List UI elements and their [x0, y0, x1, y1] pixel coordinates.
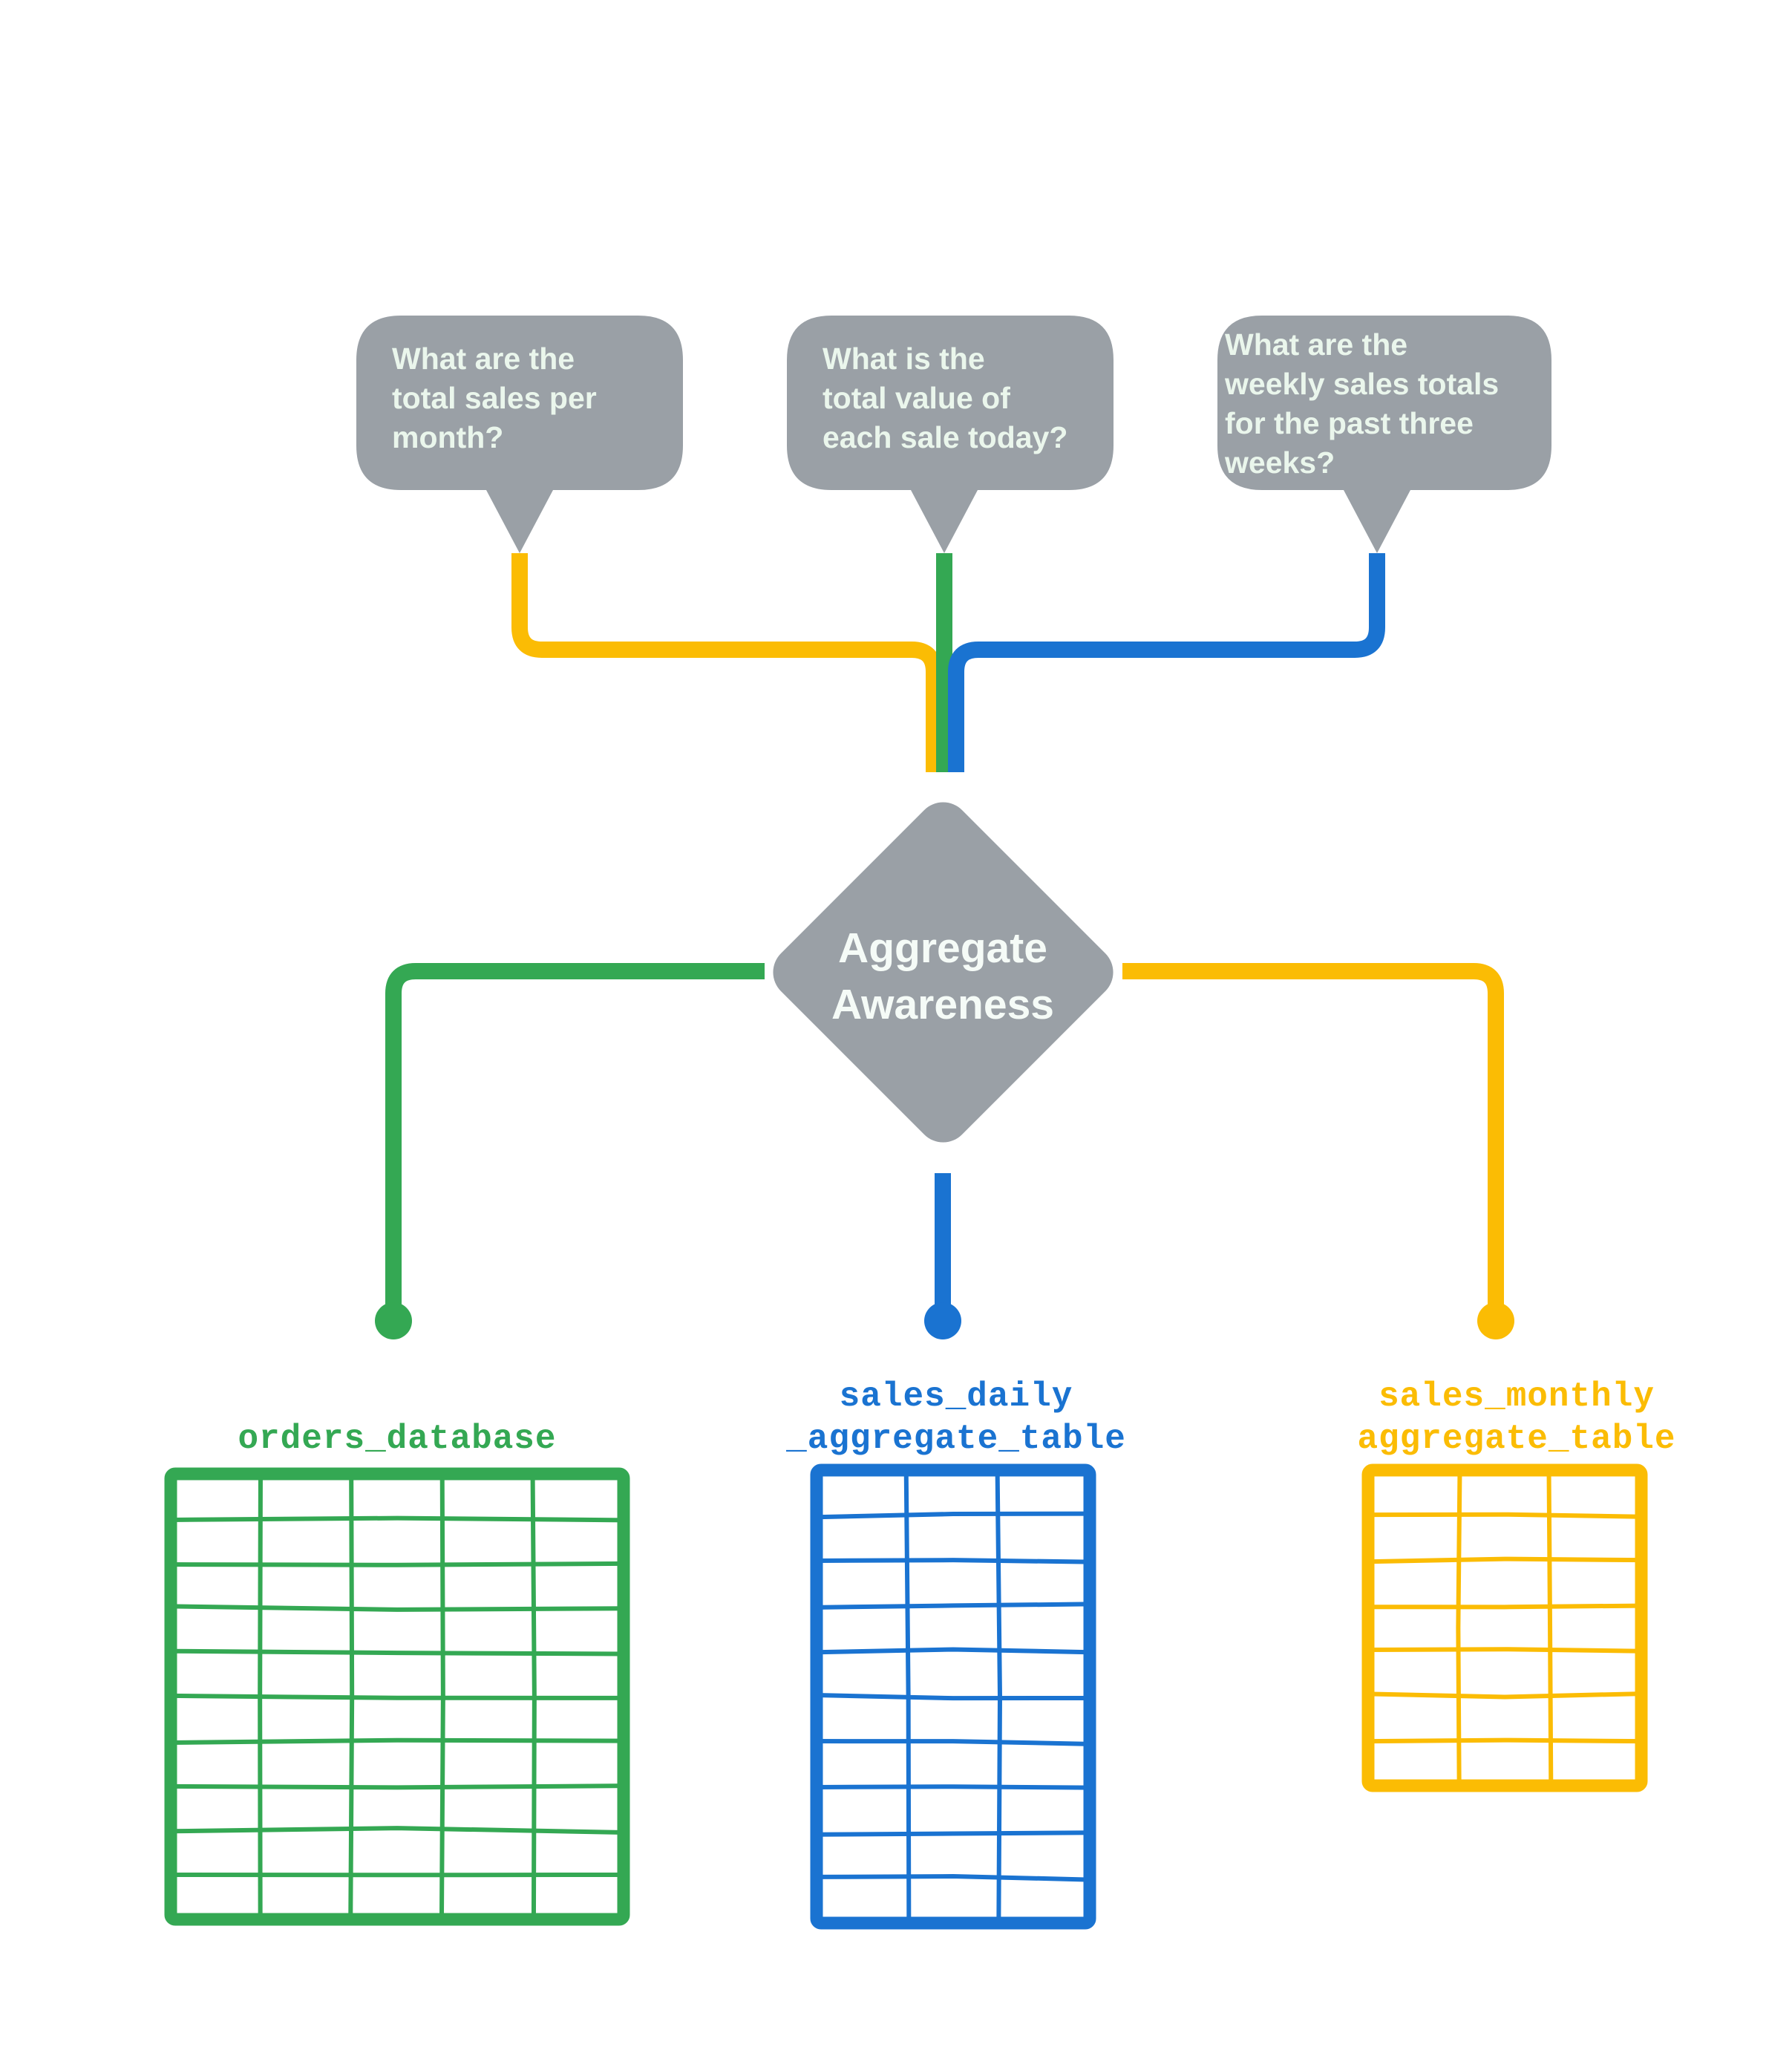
diamond-label-line-2: Awareness [831, 981, 1054, 1028]
source-label-orders-database: orders_database [238, 1420, 556, 1458]
bubble-monthly-line-3: month? [392, 420, 503, 454]
table-row-line [816, 1830, 1090, 1837]
table-column-line [1546, 1469, 1554, 1786]
connector-weekly-question [948, 553, 1385, 772]
table-row-line [170, 1515, 624, 1523]
table-row-line [816, 1784, 1090, 1790]
table-row-line [170, 1783, 624, 1790]
endpoint-dot-sales-daily [924, 1302, 961, 1339]
table-row-line [170, 1604, 624, 1612]
table-row-line [1367, 1691, 1642, 1700]
table-row-line [1367, 1647, 1642, 1654]
sales-daily-label-line-1: sales_daily [840, 1377, 1073, 1416]
table-row-line [1367, 1512, 1642, 1519]
diamond-label-line-1: Aggregate [838, 924, 1047, 972]
bubble-weekly-line-2: weekly sales totals [1224, 367, 1499, 401]
table-column-line [1456, 1469, 1462, 1786]
table-grid-sales-monthly [1361, 1463, 1648, 1792]
bubble-weekly-line-1: What are the [1225, 327, 1407, 362]
bubble-shape-daily [787, 316, 1114, 553]
table-border [1361, 1463, 1648, 1792]
table-row-line [816, 1739, 1090, 1746]
table-row-line [170, 1693, 624, 1700]
bubble-shape-monthly [356, 316, 683, 553]
source-table-grids [164, 1463, 1648, 1930]
bubble-monthly-line-1: What are the [392, 342, 575, 376]
orders-database-label-line-1: orders_database [238, 1420, 556, 1458]
table-row-line [1367, 1737, 1642, 1744]
bubble-weekly-line-3: for the past three [1225, 406, 1474, 440]
connector-orders-database [385, 963, 765, 1318]
table-row-line [816, 1558, 1090, 1564]
sales-monthly-label-line-1: sales_monthly [1379, 1377, 1655, 1416]
center-node-aggregate-awareness[interactable]: Aggregate Awareness [762, 792, 1125, 1154]
table-row-line [170, 1648, 624, 1657]
endpoint-dot-sales-monthly [1477, 1302, 1514, 1339]
table-row-line [816, 1647, 1090, 1655]
table-grid-sales-daily [810, 1463, 1096, 1930]
table-row-line [1367, 1603, 1642, 1610]
source-label-sales-monthly: sales_monthly aggregate_table [1357, 1377, 1675, 1458]
bubble-daily-line-2: total value of [823, 381, 1010, 415]
bubble-daily-line-1: What is the [823, 342, 985, 376]
source-label-sales-daily: sales_daily _aggregate_table [785, 1377, 1126, 1458]
table-row-line [816, 1602, 1090, 1610]
table-border [164, 1467, 630, 1926]
connectors-bottom [375, 963, 1514, 1339]
connectors-top [511, 553, 1385, 772]
table-row-line [170, 1561, 624, 1567]
table-row-line [170, 1737, 624, 1745]
question-bubble-daily[interactable]: What is the total value of each sale tod… [787, 316, 1114, 553]
sales-monthly-label-line-2: aggregate_table [1357, 1420, 1675, 1458]
table-row-line [816, 1874, 1090, 1882]
table-grid-orders-database [164, 1467, 630, 1926]
question-bubble-monthly[interactable]: What are the total sales per month? [356, 316, 683, 553]
bubble-monthly-line-2: total sales per [392, 381, 597, 415]
connector-monthly-question [511, 553, 942, 772]
table-row-line [170, 1826, 624, 1835]
table-row-line [816, 1511, 1090, 1520]
sales-daily-label-line-2: _aggregate_table [785, 1420, 1126, 1458]
diamond-shape [773, 802, 1114, 1143]
endpoint-dot-orders-database [375, 1302, 412, 1339]
question-bubble-weekly[interactable]: What are the weekly sales totals for the… [1217, 316, 1551, 553]
table-row-line [816, 1693, 1090, 1701]
bubble-daily-line-3: each sale today? [823, 420, 1067, 454]
table-border [810, 1463, 1096, 1930]
connector-sales-monthly [1122, 963, 1504, 1318]
bubble-weekly-line-4: weeks? [1224, 445, 1335, 480]
table-row-line [1367, 1556, 1642, 1564]
bubble-shape-weekly [1217, 316, 1551, 553]
